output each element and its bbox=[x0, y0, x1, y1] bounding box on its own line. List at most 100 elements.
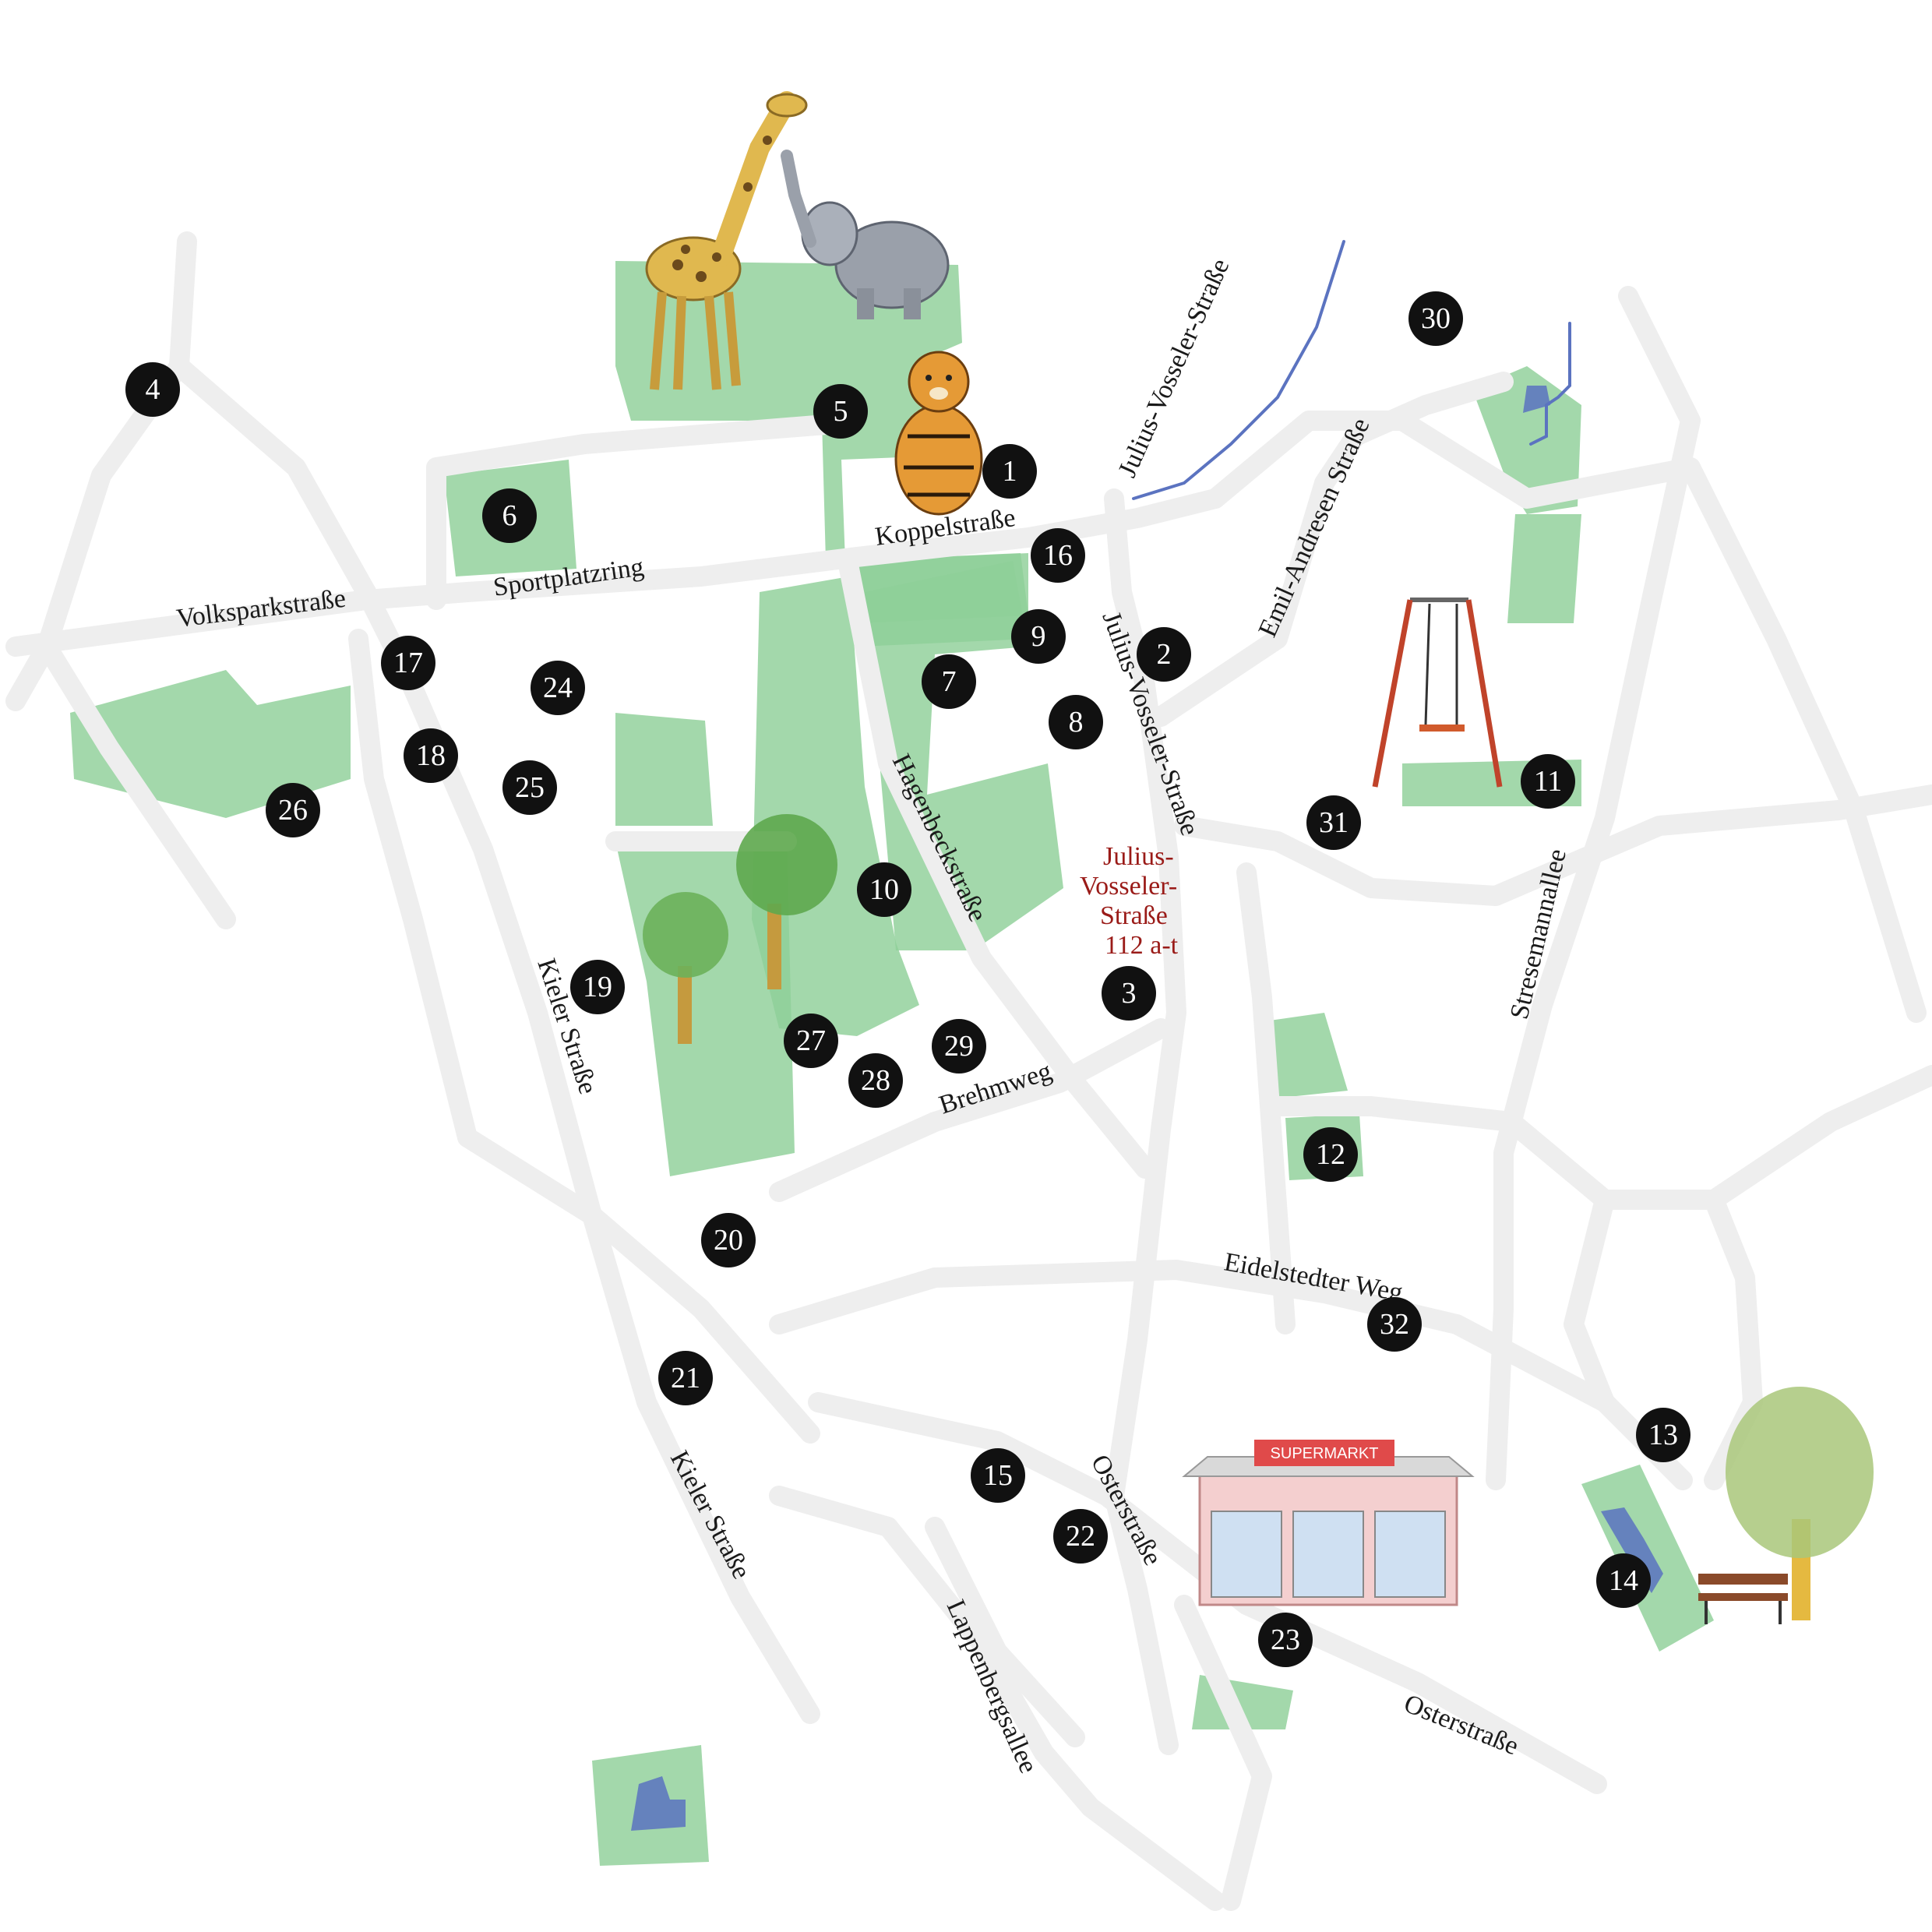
marker-15[interactable]: 15 bbox=[971, 1448, 1025, 1503]
road-julius-vosseler bbox=[1104, 488, 1186, 1755]
marker-13[interactable]: 13 bbox=[1636, 1408, 1690, 1462]
marker-30[interactable]: 30 bbox=[1408, 291, 1463, 346]
marker-11[interactable]: 11 bbox=[1521, 754, 1575, 809]
green-areas bbox=[70, 261, 1714, 1866]
marker-20[interactable]: 20 bbox=[701, 1213, 756, 1267]
marker-21[interactable]: 21 bbox=[658, 1351, 713, 1405]
giraffe-icon bbox=[645, 91, 808, 390]
marker-16[interactable]: 16 bbox=[1031, 528, 1085, 583]
supermarket-icon: SUPERMARKT bbox=[1182, 1440, 1475, 1606]
markers: 1 2 3 4 5 6 7 8 9 10 11 12 13 14 15 16 1… bbox=[125, 291, 1690, 1667]
road-osterstrasse bbox=[808, 1392, 1607, 1794]
marker-26[interactable]: 26 bbox=[266, 783, 320, 837]
svg-text:28: 28 bbox=[861, 1064, 890, 1097]
svg-text:7: 7 bbox=[942, 665, 957, 698]
road-sportplatz-link bbox=[426, 414, 836, 610]
road-south-1 bbox=[1174, 1595, 1272, 1911]
svg-text:8: 8 bbox=[1069, 706, 1084, 739]
road-east-7 bbox=[1564, 1190, 1615, 1412]
svg-text:1: 1 bbox=[1003, 455, 1017, 488]
road-west-2 bbox=[169, 356, 376, 602]
road-west-1 bbox=[5, 231, 197, 711]
svg-text:23: 23 bbox=[1271, 1624, 1300, 1656]
svg-text:15: 15 bbox=[983, 1459, 1013, 1492]
creek-park bbox=[1507, 514, 1581, 623]
road-stresemannallee bbox=[1486, 286, 1701, 1490]
svg-text:17: 17 bbox=[393, 647, 423, 679]
svg-text:11: 11 bbox=[1534, 765, 1563, 798]
marker-19[interactable]: 19 bbox=[570, 960, 625, 1014]
canal bbox=[1132, 240, 1345, 500]
park-12-north bbox=[1270, 1013, 1348, 1098]
pond-north bbox=[1523, 386, 1550, 413]
marker-1[interactable]: 1 bbox=[982, 444, 1037, 499]
marker-18[interactable]: 18 bbox=[404, 728, 458, 783]
label-julius-vosseler-north: Julius-Vosseler-Straße bbox=[1113, 255, 1236, 482]
marker-31[interactable]: 31 bbox=[1306, 795, 1361, 850]
highlight-line-4: 112 a-t bbox=[1105, 931, 1179, 960]
marker-5[interactable]: 5 bbox=[813, 384, 868, 439]
marker-2[interactable]: 2 bbox=[1137, 627, 1191, 682]
marker-7[interactable]: 7 bbox=[922, 654, 976, 709]
svg-text:5: 5 bbox=[834, 395, 848, 428]
zoo-park bbox=[615, 261, 1028, 623]
tree-icon bbox=[643, 814, 837, 1044]
road-network bbox=[5, 231, 1932, 1911]
svg-text:3: 3 bbox=[1122, 977, 1137, 1010]
road-east-4 bbox=[1267, 1065, 1932, 1210]
marker-24[interactable]: 24 bbox=[531, 661, 585, 715]
marker-10[interactable]: 10 bbox=[857, 862, 911, 917]
marker-29[interactable]: 29 bbox=[932, 1019, 986, 1074]
road-kieler-west bbox=[457, 1127, 820, 1444]
highlight-line-3: Straße bbox=[1100, 901, 1168, 930]
svg-text:9: 9 bbox=[1031, 620, 1046, 653]
marker-23[interactable]: 23 bbox=[1258, 1613, 1313, 1667]
highlight-address: Julius- Vosseler- Straße 112 a-t bbox=[1080, 842, 1179, 960]
pond-park-north bbox=[1472, 366, 1581, 514]
road-brehmweg bbox=[769, 1018, 1171, 1202]
weeping-willow-icon bbox=[1726, 1387, 1874, 1620]
road-east-2 bbox=[1174, 784, 1932, 906]
road-west-3 bbox=[37, 636, 236, 929]
road-kieler-strasse bbox=[356, 582, 820, 1724]
highlight-line-2: Vosseler- bbox=[1080, 872, 1177, 901]
svg-text:12: 12 bbox=[1316, 1138, 1345, 1171]
marker-12[interactable]: 12 bbox=[1303, 1127, 1358, 1182]
svg-text:18: 18 bbox=[416, 739, 446, 772]
road-hagenbeckstrasse bbox=[839, 559, 1155, 1179]
creek bbox=[1529, 322, 1571, 446]
svg-text:30: 30 bbox=[1421, 302, 1451, 335]
marker-4[interactable]: 4 bbox=[125, 362, 180, 417]
marker-14[interactable]: 14 bbox=[1596, 1553, 1651, 1608]
marker-28[interactable]: 28 bbox=[848, 1053, 903, 1108]
svg-text:4: 4 bbox=[146, 373, 160, 406]
marker-3[interactable]: 3 bbox=[1102, 966, 1156, 1021]
label-volksparkstrasse: Volksparkstraße bbox=[175, 584, 347, 633]
svg-text:20: 20 bbox=[714, 1224, 743, 1257]
swing-icon bbox=[1372, 598, 1503, 788]
svg-text:27: 27 bbox=[796, 1024, 826, 1057]
svg-text:31: 31 bbox=[1319, 806, 1349, 839]
marker-22[interactable]: 22 bbox=[1053, 1509, 1108, 1564]
marker-27[interactable]: 27 bbox=[784, 1014, 838, 1068]
svg-text:21: 21 bbox=[671, 1362, 700, 1394]
svg-text:2: 2 bbox=[1157, 638, 1172, 671]
svg-text:10: 10 bbox=[869, 873, 899, 906]
elephant-icon bbox=[781, 150, 950, 319]
svg-text:16: 16 bbox=[1043, 539, 1073, 572]
marker-17[interactable]: 17 bbox=[381, 636, 435, 690]
hagenbeck-park-east bbox=[865, 561, 1063, 950]
svg-text:19: 19 bbox=[583, 971, 612, 1003]
label-kieler-strasse-south: Kieler Straße bbox=[665, 1446, 756, 1584]
marker-8[interactable]: 8 bbox=[1049, 695, 1103, 749]
road-west-4 bbox=[348, 629, 478, 1148]
marker-6[interactable]: 6 bbox=[482, 488, 537, 543]
svg-text:22: 22 bbox=[1066, 1520, 1095, 1553]
marker-32[interactable]: 32 bbox=[1367, 1297, 1422, 1352]
marker-9[interactable]: 9 bbox=[1011, 609, 1066, 664]
road-east-5 bbox=[1680, 457, 1927, 1023]
marker-25[interactable]: 25 bbox=[502, 760, 557, 815]
tree-park bbox=[615, 713, 713, 826]
